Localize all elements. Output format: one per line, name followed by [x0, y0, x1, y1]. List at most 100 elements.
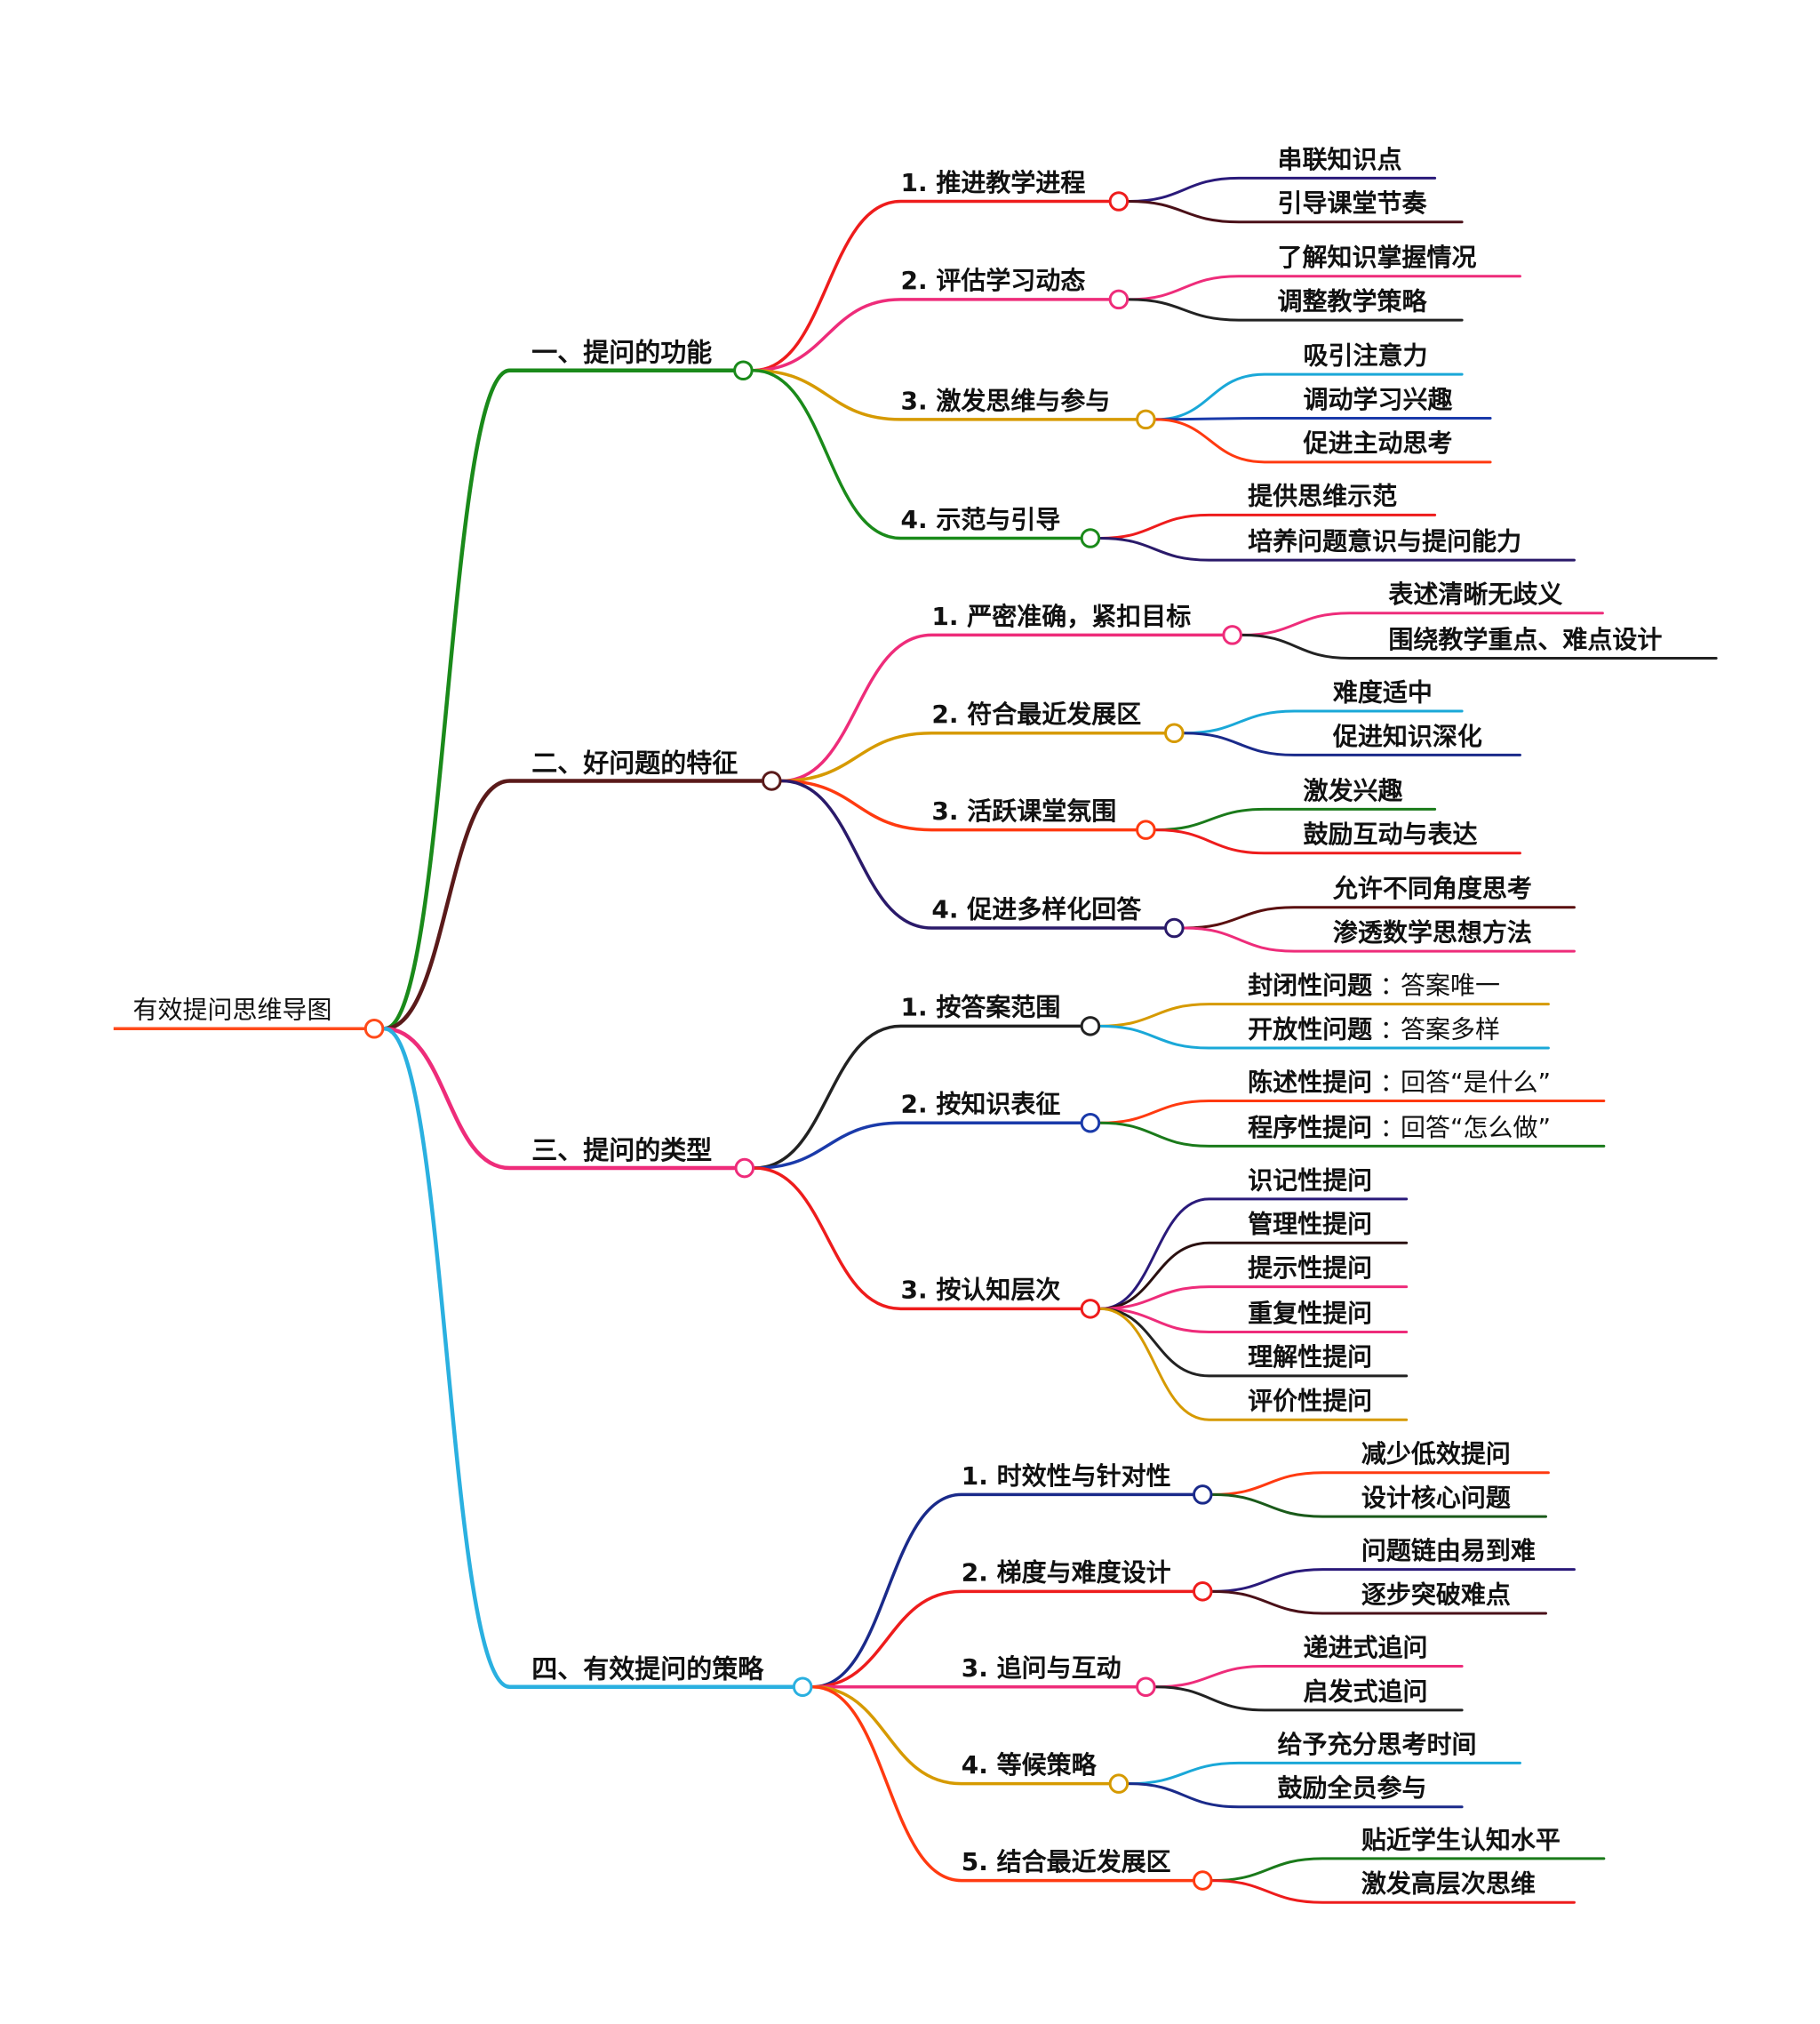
leaf-line: [1128, 200, 1464, 224]
leaf-line: [1154, 807, 1437, 832]
branch-label: 二、好问题的特征: [531, 748, 738, 778]
topic-node-circle: [1193, 1870, 1213, 1891]
branch-node-circle: [733, 360, 754, 380]
branch-node-circle: [762, 771, 782, 791]
leaf-line: [1099, 1024, 1550, 1050]
topic-label: 1. 推进教学进程: [900, 168, 1085, 197]
topic-node-circle: [1108, 191, 1130, 212]
topic-line: [752, 199, 1111, 372]
leaf-label: 表述清晰无歧义: [1388, 580, 1562, 609]
leaf-line: [1183, 732, 1521, 756]
leaf-line: [1099, 1307, 1409, 1333]
leaf-line: [1241, 612, 1604, 636]
leaf-line: [1211, 1568, 1576, 1593]
topic-label: 3. 追问与互动: [962, 1653, 1122, 1683]
topic-label: 3. 按认知层次: [900, 1276, 1060, 1305]
leaf-label: 难度适中: [1332, 677, 1433, 707]
leaf-label: 了解知识掌握情况: [1277, 243, 1476, 272]
topic-label: 2. 符合最近发展区: [931, 700, 1141, 729]
leaf-label: 减少低效提问: [1361, 1439, 1511, 1468]
leaf-line: [1128, 1761, 1521, 1786]
leaf-line: [1099, 513, 1437, 540]
leaf-line: [1128, 176, 1437, 204]
topic-label: 1. 按答案范围: [900, 993, 1060, 1022]
topic-label: 2. 梯度与难度设计: [962, 1558, 1171, 1588]
leaf-label: 贴近学生认知水平: [1361, 1825, 1561, 1854]
topic-node-circle: [1108, 289, 1130, 310]
leaf-line: [1128, 275, 1521, 301]
leaf-line: [1211, 1492, 1547, 1518]
leaf-label: 激发兴趣: [1304, 776, 1403, 805]
topic-node-circle: [1222, 625, 1242, 645]
topic-line: [780, 779, 1138, 832]
leaf-note: 答案多样: [1401, 1014, 1500, 1044]
leaf-label: 程序性提问: [1248, 1113, 1372, 1142]
topic-line: [780, 731, 1166, 783]
leaf-label: 设计核心问题: [1361, 1483, 1511, 1512]
branch-label: 三、提问的类型: [531, 1135, 712, 1165]
leaf-label: 调整教学策略: [1277, 286, 1427, 316]
topic-node-circle: [1136, 1676, 1156, 1698]
topic-label: 3. 激发思维与参与: [900, 386, 1110, 415]
topic-node-circle: [1080, 528, 1101, 548]
topic-line: [753, 1024, 1082, 1170]
leaf-label: 引导课堂节奏: [1277, 188, 1427, 218]
leaf-label: 问题链由易到难: [1361, 1536, 1536, 1565]
leaf-label: 递进式追问: [1304, 1633, 1428, 1662]
leaf-line: [1183, 906, 1576, 930]
leaf-label: 渗透数学思想方法: [1333, 918, 1532, 948]
leaf-label: 允许不同角度思考: [1332, 874, 1532, 903]
leaf-label: 促进主动思考: [1303, 428, 1453, 458]
topic-node-circle: [1136, 409, 1156, 430]
topic-line: [753, 1121, 1082, 1170]
topic-line: [811, 1685, 1111, 1786]
leaf-note: 回答“怎么做”: [1401, 1113, 1551, 1142]
leaf-colon: ：: [1380, 1014, 1405, 1044]
leaf-line: [1211, 1857, 1606, 1883]
topic-label: 1. 时效性与针对性: [962, 1461, 1171, 1491]
leaf-line: [1154, 416, 1492, 421]
leaf-label: 提示性提问: [1248, 1253, 1372, 1283]
leaf-label: 评价性提问: [1248, 1387, 1372, 1416]
topic-line: [752, 368, 1082, 540]
branch-label: 四、有效提问的策略: [531, 1654, 764, 1684]
topic-line: [752, 368, 1138, 421]
topic-node-circle: [1193, 1581, 1213, 1602]
topic-node-circle: [1080, 1112, 1101, 1133]
leaf-label: 激发高层次思维: [1361, 1869, 1536, 1899]
leaf-line: [1154, 372, 1464, 421]
leaf-line: [1241, 633, 1718, 660]
topic-node-circle: [1193, 1484, 1213, 1505]
branch-line: [382, 779, 763, 1031]
leaf-label: 重复性提问: [1248, 1299, 1372, 1328]
leaf-line: [1099, 1285, 1409, 1310]
leaf-label: 启发式追问: [1304, 1676, 1428, 1706]
topic-node-circle: [1164, 917, 1185, 939]
leaf-label: 串联知识点: [1277, 145, 1401, 174]
leaf-line: [1183, 709, 1464, 735]
topic-line: [780, 779, 1166, 930]
branch-line: [382, 1026, 737, 1171]
leaf-label: 逐步突破难点: [1361, 1580, 1511, 1609]
topic-label: 4. 示范与引导: [900, 505, 1060, 534]
leaf-label: 围绕教学重点、难点设计: [1388, 625, 1662, 654]
leaf-line: [1154, 1685, 1464, 1712]
leaf-line: [1099, 1003, 1550, 1028]
branch-line: [382, 368, 735, 1031]
topic-line: [811, 1492, 1194, 1689]
leaf-label: 给予充分思考时间: [1277, 1730, 1476, 1759]
leaf-line: [1099, 1241, 1409, 1310]
topic-node-circle: [1080, 1016, 1101, 1036]
leaf-line: [1099, 1121, 1606, 1148]
leaf-label: 培养问题意识与提问能力: [1248, 527, 1521, 556]
topic-node-circle: [1108, 1773, 1130, 1794]
leaf-line: [1183, 926, 1576, 953]
topic-line: [811, 1685, 1194, 1883]
topic-label: 1. 严密准确，紧扣目标: [931, 602, 1191, 631]
topic-label: 2. 按知识表征: [900, 1090, 1060, 1119]
leaf-line: [1128, 298, 1464, 322]
branch-label: 一、提问的功能: [531, 338, 712, 368]
leaf-colon: ：: [1380, 1068, 1405, 1097]
topic-label: 3. 活跃课堂氛围: [931, 796, 1116, 826]
leaf-line: [1099, 1197, 1409, 1310]
